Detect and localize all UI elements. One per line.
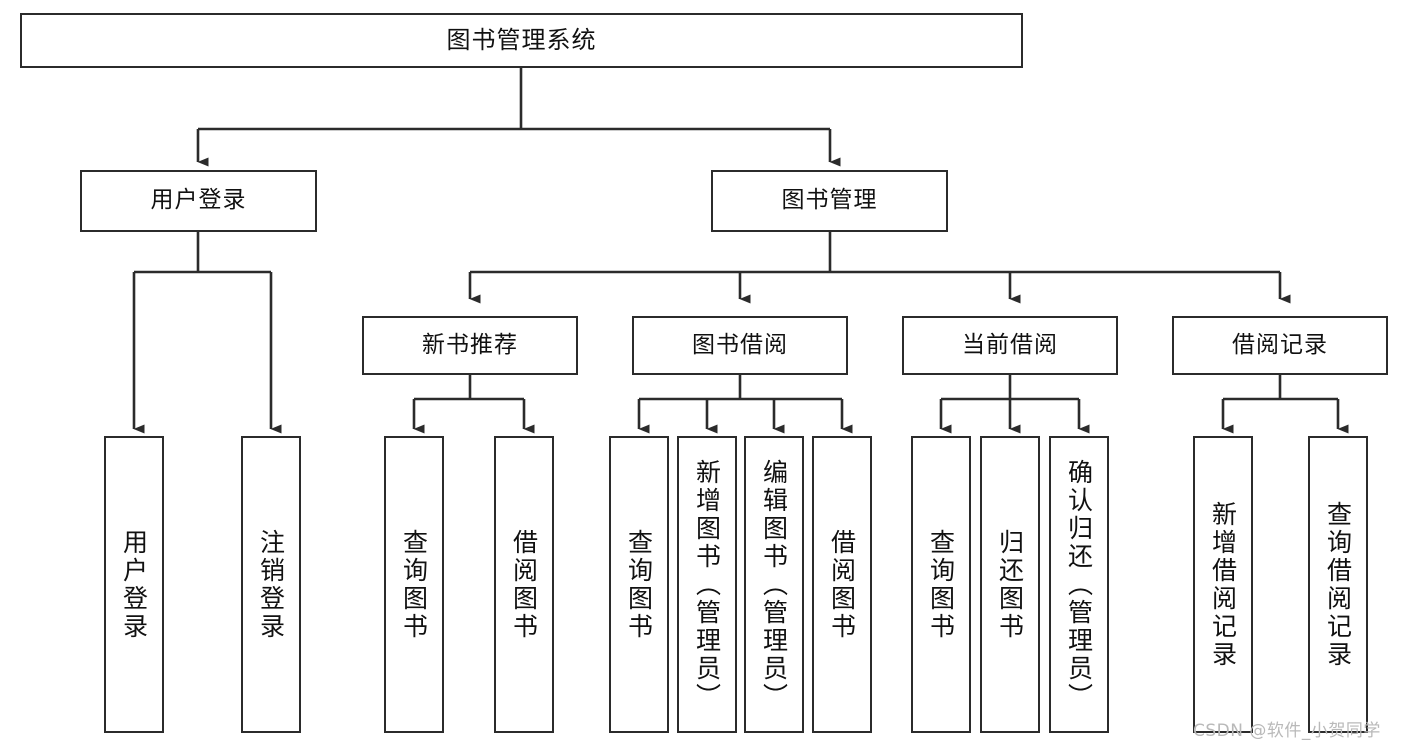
node-label: 编辑图书（管理员） [759, 458, 789, 711]
node-leaf-query-book-current[interactable]: 查询图书 [911, 436, 971, 733]
node-leaf-query-book-recommend[interactable]: 查询图书 [384, 436, 444, 733]
node-label: 图书借阅 [692, 331, 788, 358]
node-label: 注销登录 [256, 528, 286, 641]
node-new-book-recommend[interactable]: 新书推荐 [362, 316, 578, 375]
node-leaf-confirm-return[interactable]: 确认归还（管理员） [1049, 436, 1109, 733]
node-current-borrow[interactable]: 当前借阅 [902, 316, 1118, 375]
node-label: 新书推荐 [422, 331, 518, 358]
node-leaf-add-borrow-record[interactable]: 新增借阅记录 [1193, 436, 1253, 733]
node-label: 图书管理 [781, 187, 878, 214]
node-label: 查询图书 [399, 528, 429, 641]
node-label: 确认归还（管理员） [1064, 458, 1094, 711]
node-leaf-query-book-borrow[interactable]: 查询图书 [609, 436, 669, 733]
node-label: 归还图书 [995, 528, 1025, 641]
node-label: 查询图书 [624, 528, 654, 641]
node-label: 新增借阅记录 [1208, 500, 1238, 669]
node-leaf-user-logout[interactable]: 注销登录 [241, 436, 301, 733]
node-leaf-edit-book[interactable]: 编辑图书（管理员） [744, 436, 804, 733]
node-leaf-add-book[interactable]: 新增图书（管理员） [677, 436, 737, 733]
node-label: 用户登录 [150, 187, 247, 214]
node-label: 查询借阅记录 [1323, 500, 1353, 669]
node-leaf-borrow-book-recommend[interactable]: 借阅图书 [494, 436, 554, 733]
node-leaf-query-borrow-record[interactable]: 查询借阅记录 [1308, 436, 1368, 733]
node-leaf-return-book[interactable]: 归还图书 [980, 436, 1040, 733]
node-user-login[interactable]: 用户登录 [80, 170, 317, 232]
node-label: 借阅图书 [509, 528, 539, 641]
node-label: 借阅记录 [1232, 331, 1328, 358]
node-label: 用户登录 [119, 528, 149, 641]
node-book-management[interactable]: 图书管理 [711, 170, 948, 232]
node-borrow-record[interactable]: 借阅记录 [1172, 316, 1388, 375]
node-root-book-management-system[interactable]: 图书管理系统 [20, 13, 1023, 68]
node-label: 当前借阅 [962, 331, 1058, 358]
csdn-watermark: CSDN @软件_小贺同学 [1193, 721, 1381, 741]
node-label: 新增图书（管理员） [692, 458, 722, 711]
node-label: 图书管理系统 [446, 26, 597, 55]
node-leaf-user-login[interactable]: 用户登录 [104, 436, 164, 733]
node-leaf-borrow-book[interactable]: 借阅图书 [812, 436, 872, 733]
node-label: 查询图书 [926, 528, 956, 641]
node-label: 借阅图书 [827, 528, 857, 641]
node-book-borrow[interactable]: 图书借阅 [632, 316, 848, 375]
